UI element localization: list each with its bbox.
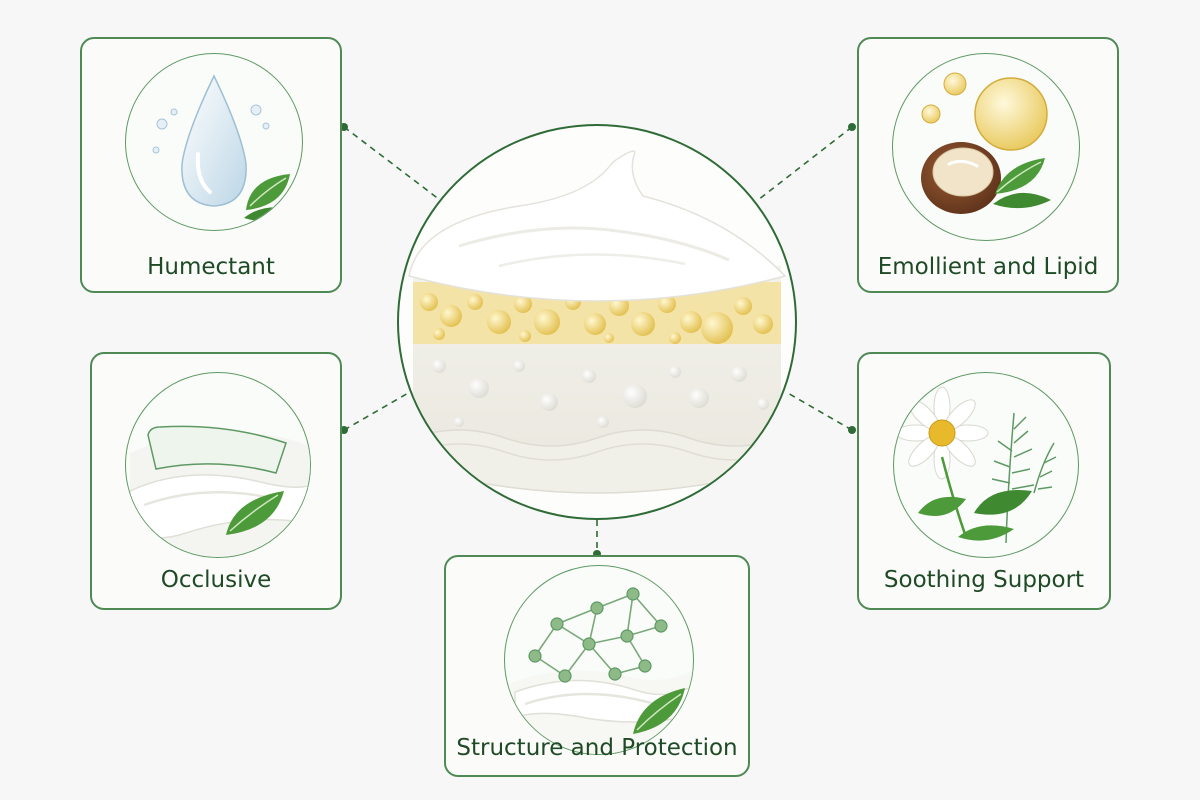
occlusive-icon-circle	[125, 372, 311, 558]
humectant-label: Humectant	[147, 254, 275, 280]
leaf-icon	[244, 174, 302, 222]
protective-film-icon	[129, 425, 310, 557]
oil-and-nut-icon	[921, 72, 1051, 214]
emollient-icon-circle	[892, 53, 1080, 241]
connector-dot-soothing	[848, 426, 856, 434]
structure-icon-circle	[504, 565, 694, 755]
emollient-label: Emollient and Lipid	[877, 254, 1099, 280]
humectant-icon-circle	[125, 53, 303, 231]
leaf-icon	[226, 491, 284, 535]
connector-dot-emollient	[848, 123, 856, 131]
leaf-icon	[633, 688, 685, 734]
cream-jar-circle	[397, 124, 797, 520]
card-emollient: Emollient and Lipid	[857, 37, 1119, 293]
connector-emollient	[757, 126, 853, 201]
connector-occlusive	[343, 391, 411, 431]
water-drop-icon	[152, 74, 302, 222]
chamomile-flower-icon	[895, 386, 1057, 544]
card-soothing: Soothing Support	[857, 352, 1111, 610]
molecule-network-icon	[509, 587, 693, 754]
connector-soothing	[785, 391, 853, 431]
soothing-icon-circle	[893, 372, 1079, 558]
card-occlusive: Occlusive	[90, 352, 342, 610]
soothing-label: Soothing Support	[883, 567, 1085, 593]
occlusive-label: Occlusive	[160, 567, 272, 593]
connector-humectant	[343, 126, 441, 201]
leaf-icon	[918, 489, 1032, 541]
structure-label: Structure and Protection	[456, 735, 738, 761]
card-structure: Structure and Protection	[444, 555, 750, 777]
connector-dot-occlusive	[340, 426, 348, 434]
connector-dot-humectant	[340, 123, 348, 131]
leaf-icon	[993, 158, 1051, 209]
card-humectant: Humectant	[80, 37, 342, 293]
cream-jar-icon	[408, 150, 787, 494]
